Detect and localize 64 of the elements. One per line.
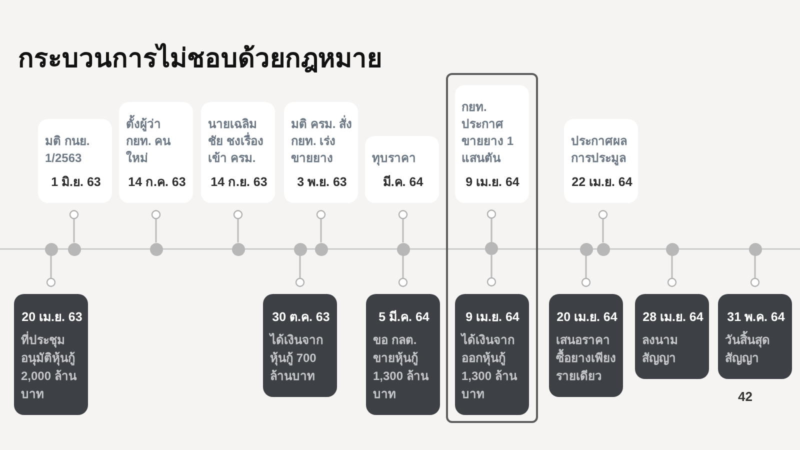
event-description: วันสิ้นสุดสัญญา (725, 331, 787, 367)
event-date: 20 เม.ย. 64 (556, 309, 618, 326)
title: กระบวนการไม่ชอบด้วยกฎหมาย (18, 42, 382, 75)
pin-line (486, 210, 496, 242)
pin-line (233, 210, 243, 242)
timeline-dot (485, 242, 498, 255)
event-card (454, 294, 528, 414)
event-date: 28 เม.ย. 64 (642, 309, 704, 326)
event-description: เสนอราคาซื้อยางเพียงรายเดียว (556, 332, 617, 385)
event-date: 5 มี.ค. 64 (378, 309, 430, 326)
pin-line (667, 256, 677, 287)
event-date: 1 มิ.ย. 63 (51, 174, 101, 191)
timeline-dot (580, 242, 592, 256)
timeline-dot (748, 242, 762, 256)
pin-line (750, 256, 760, 287)
event-date: 22 เม.ย. 64 (572, 174, 632, 191)
event-description: มติ กนย. 1/2563 (45, 133, 91, 167)
pin-line (598, 210, 608, 242)
timeline-dot (596, 242, 610, 256)
timeline-dot (314, 242, 328, 256)
event-date: 30 ต.ค. 63 (272, 309, 330, 326)
pin-line (46, 256, 56, 287)
event-date: 14 ก.ย. 63 (210, 174, 268, 191)
event-description: ได้เงินจากหุ้นกู้ 700 ล้านบาท (270, 332, 324, 385)
event-card (14, 294, 88, 415)
pin-line (398, 256, 408, 287)
pin-line (581, 256, 591, 287)
pin-line (69, 210, 79, 242)
event-date: 9 เม.ย. 64 (466, 174, 520, 190)
event-description: ตั้งผู้ว่า กยท. คนใหม่ (126, 116, 188, 167)
event-card (718, 294, 792, 379)
event-description: นายเฉลิมชัย ชงเรื่องเข้า ครม. (208, 116, 264, 167)
event-card (549, 294, 623, 397)
event-description: ประกาศผลการประมูล (571, 133, 628, 167)
pin-line (151, 210, 161, 242)
event-description: กยท. ประกาศขายยาง 1 แสนตัน (462, 98, 515, 166)
timeline-dot (666, 242, 678, 256)
event-date: 20 เม.ย. 63 (22, 309, 82, 326)
event-date: มี.ค. 64 (382, 174, 424, 191)
event-description: ลงนามสัญญา (642, 332, 679, 367)
event-date: 14 ก.ค. 63 (128, 174, 186, 191)
event-description: ที่ประชุมอนุมัติหุ้นกู้ 2,000 ล้านบาท (21, 331, 78, 403)
event-date: 31 พ.ค. 64 (727, 309, 785, 326)
pin-line (295, 256, 305, 287)
timeline-dot (150, 242, 162, 256)
pin-line (398, 210, 408, 242)
event-card (366, 294, 440, 415)
timeline-dot (294, 242, 306, 256)
event-description: ขอ กลต. ขายหุ้นกู้ 1,300 ล้านบาท (373, 332, 430, 403)
event-date: 3 พ.ย. 63 (297, 174, 347, 191)
timeline-dot (396, 242, 410, 256)
pin-line (316, 210, 326, 242)
page-number: 42 (738, 388, 752, 406)
event-card (263, 294, 337, 397)
event-description: ทุบราคา (372, 150, 417, 167)
event-description: ได้เงินจากออกหุ้นกู้ 1,300 ล้านบาท (462, 332, 518, 402)
event-card (635, 294, 709, 379)
event-description: มติ ครม. สั่ง กยท. เร่งขายยาง (291, 116, 353, 167)
timeline-dot (232, 242, 244, 256)
highlight-frame (446, 73, 538, 423)
timeline-dot (68, 242, 80, 256)
timeline-dot (44, 242, 58, 256)
event-date: 9 เม.ย. 64 (466, 308, 520, 326)
pin-line (486, 255, 496, 286)
